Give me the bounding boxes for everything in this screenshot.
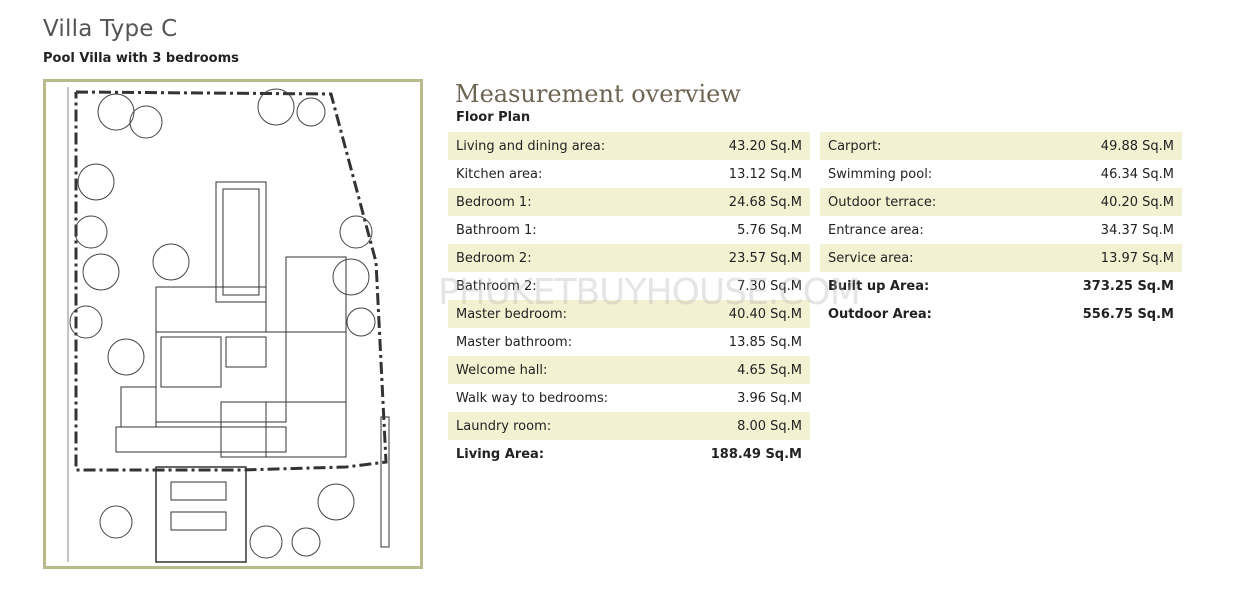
row-value: 3.96 Sq.M: [737, 390, 802, 406]
row-label: Bathroom 1:: [456, 222, 537, 238]
row-value: 7.30 Sq.M: [737, 278, 802, 294]
outdoor-area-total-row: Outdoor Area: 556.75 Sq.M: [820, 300, 1182, 328]
row-label: Living Area:: [456, 446, 545, 462]
row-label: Service area:: [828, 250, 914, 266]
measurement-row: Carport: 49.88 Sq.M: [820, 132, 1182, 160]
row-label: Bathroom 2:: [456, 278, 537, 294]
measurement-row: Swimming pool: 46.34 Sq.M: [820, 160, 1182, 188]
measurement-row: Entrance area: 34.37 Sq.M: [820, 216, 1182, 244]
measurements-right-column: Carport: 49.88 Sq.M Swimming pool: 46.34 S…: [820, 132, 1182, 328]
measurement-row: Living and dining area: 43.20 Sq.M: [448, 132, 810, 160]
row-label: Walk way to bedrooms:: [456, 390, 609, 406]
floor-plan-image: [43, 79, 423, 569]
row-value: 46.34 Sq.M: [1100, 166, 1174, 182]
row-label: Carport:: [828, 138, 882, 154]
measurement-row: Bathroom 1: 5.76 Sq.M: [448, 216, 810, 244]
row-value: 556.75 Sq.M: [1082, 306, 1174, 322]
measurement-row: Bedroom 2: 23.57 Sq.M: [448, 244, 810, 272]
measurement-row: Bedroom 1: 24.68 Sq.M: [448, 188, 810, 216]
row-value: 8.00 Sq.M: [737, 418, 802, 434]
row-value: 4.65 Sq.M: [737, 362, 802, 378]
row-label: Built up Area:: [828, 278, 930, 294]
row-value: 13.85 Sq.M: [728, 334, 802, 350]
row-label: Welcome hall:: [456, 362, 548, 378]
row-label: Master bedroom:: [456, 306, 568, 322]
floor-plan-label: Floor Plan: [456, 110, 531, 125]
row-value: 40.40 Sq.M: [728, 306, 802, 322]
page-title: Villa Type C: [43, 16, 178, 42]
floor-plan-drawing: [67, 87, 390, 563]
row-label: Bedroom 1:: [456, 194, 532, 210]
measurement-row: Bathroom 2: 7.30 Sq.M: [448, 272, 810, 300]
row-value: 5.76 Sq.M: [737, 222, 802, 238]
row-value: 40.20 Sq.M: [1100, 194, 1174, 210]
living-area-total-row: Living Area: 188.49 Sq.M: [448, 440, 810, 468]
row-label: Laundry room:: [456, 418, 552, 434]
row-value: 13.97 Sq.M: [1100, 250, 1174, 266]
built-up-area-total-row: Built up Area: 373.25 Sq.M: [820, 272, 1182, 300]
row-value: 13.12 Sq.M: [728, 166, 802, 182]
measurement-row: Service area: 13.97 Sq.M: [820, 244, 1182, 272]
row-value: 188.49 Sq.M: [710, 446, 802, 462]
measurement-row: Welcome hall: 4.65 Sq.M: [448, 356, 810, 384]
row-value: 43.20 Sq.M: [728, 138, 802, 154]
row-label: Master bathroom:: [456, 334, 573, 350]
row-label: Kitchen area:: [456, 166, 543, 182]
row-value: 49.88 Sq.M: [1100, 138, 1174, 154]
measurement-title: Measurement overview: [455, 80, 741, 108]
row-label: Entrance area:: [828, 222, 924, 238]
measurement-row: Kitchen area: 13.12 Sq.M: [448, 160, 810, 188]
measurement-row: Walk way to bedrooms: 3.96 Sq.M: [448, 384, 810, 412]
row-value: 24.68 Sq.M: [728, 194, 802, 210]
row-label: Swimming pool:: [828, 166, 933, 182]
row-label: Outdoor Area:: [828, 306, 932, 322]
row-label: Bedroom 2:: [456, 250, 532, 266]
row-label: Outdoor terrace:: [828, 194, 937, 210]
measurement-row: Master bathroom: 13.85 Sq.M: [448, 328, 810, 356]
row-value: 34.37 Sq.M: [1100, 222, 1174, 238]
page-subtitle: Pool Villa with 3 bedrooms: [43, 51, 239, 66]
measurement-row: Laundry room: 8.00 Sq.M: [448, 412, 810, 440]
measurements-left-column: Living and dining area: 43.20 Sq.M Kitche…: [448, 132, 810, 468]
measurement-row: Master bedroom: 40.40 Sq.M: [448, 300, 810, 328]
row-label: Living and dining area:: [456, 138, 606, 154]
row-value: 373.25 Sq.M: [1082, 278, 1174, 294]
row-value: 23.57 Sq.M: [728, 250, 802, 266]
measurement-row: Outdoor terrace: 40.20 Sq.M: [820, 188, 1182, 216]
